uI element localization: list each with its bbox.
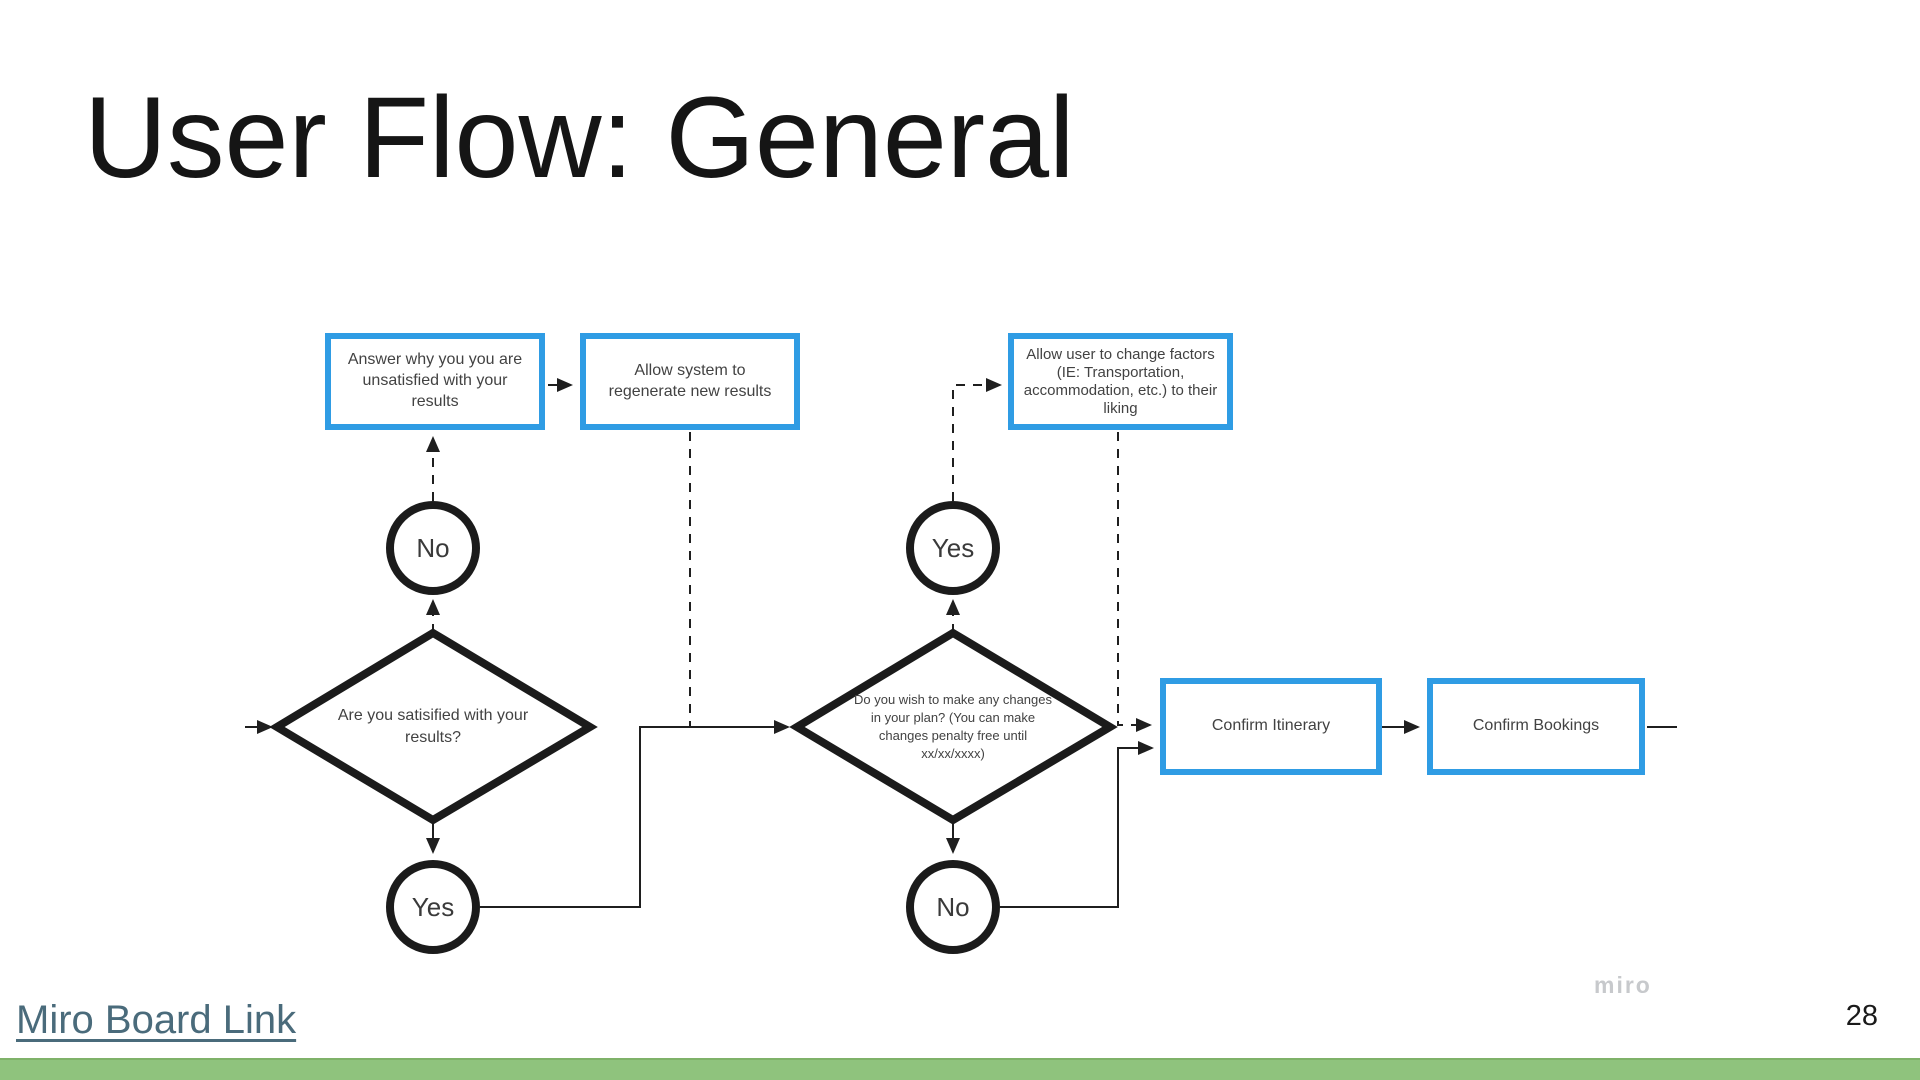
dashed-connectors (426, 378, 1152, 732)
terminal-circle-no-2: No (906, 860, 1000, 954)
edge-yes1-to-decision2 (480, 720, 790, 908)
process-box-label: Confirm Itinerary (1211, 717, 1331, 735)
decision-diamond-satisfied (269, 628, 598, 825)
terminal-label: No (936, 891, 970, 922)
process-box-confirm-bookings: Confirm Bookings (1427, 678, 1645, 775)
edge-change-factors-to-itinerary (1117, 432, 1152, 732)
process-box-label: Allow user to change factors (IE: Transp… (1023, 345, 1218, 417)
terminal-label: No (416, 532, 450, 563)
terminal-label: Yes (411, 891, 455, 922)
decision-label-satisfied: Are you satisified with your results? (337, 707, 529, 746)
process-box-answer-why: Answer why you you are unsatisfied with … (325, 333, 545, 430)
decision-diamond-changes (789, 628, 1118, 825)
process-box-label: Allow system to regenerate new results (608, 361, 772, 400)
terminal-label: Yes (931, 532, 975, 563)
decision-diamonds (269, 628, 1118, 825)
terminal-circle-yes-1: Yes (386, 860, 480, 954)
process-box-regenerate: Allow system to regenerate new results (580, 333, 800, 430)
terminal-circle-no-1: No (386, 501, 480, 595)
terminal-circle-yes-2: Yes (906, 501, 1000, 595)
process-box-label: Answer why you you are unsatisfied with … (347, 351, 523, 410)
process-box-change-factors: Allow user to change factors (IE: Transp… (1008, 333, 1233, 430)
decision-label-changes: Do you wish to make any changes in your … (854, 691, 1052, 762)
process-box-confirm-itinerary: Confirm Itinerary (1160, 678, 1382, 775)
miro-board-link[interactable]: Miro Board Link (16, 998, 297, 1042)
solid-connectors (245, 720, 1677, 908)
footer-green-bar (0, 1058, 1920, 1080)
process-box-label: Confirm Bookings (1472, 717, 1600, 735)
miro-watermark: miro (1594, 972, 1652, 998)
edge-yes2-to-change-factors (952, 378, 1002, 501)
page-number: 28 (1845, 1000, 1878, 1032)
edge-no2-to-confirm-itinerary (1000, 741, 1154, 908)
page-title: User Flow: General (84, 74, 1075, 202)
